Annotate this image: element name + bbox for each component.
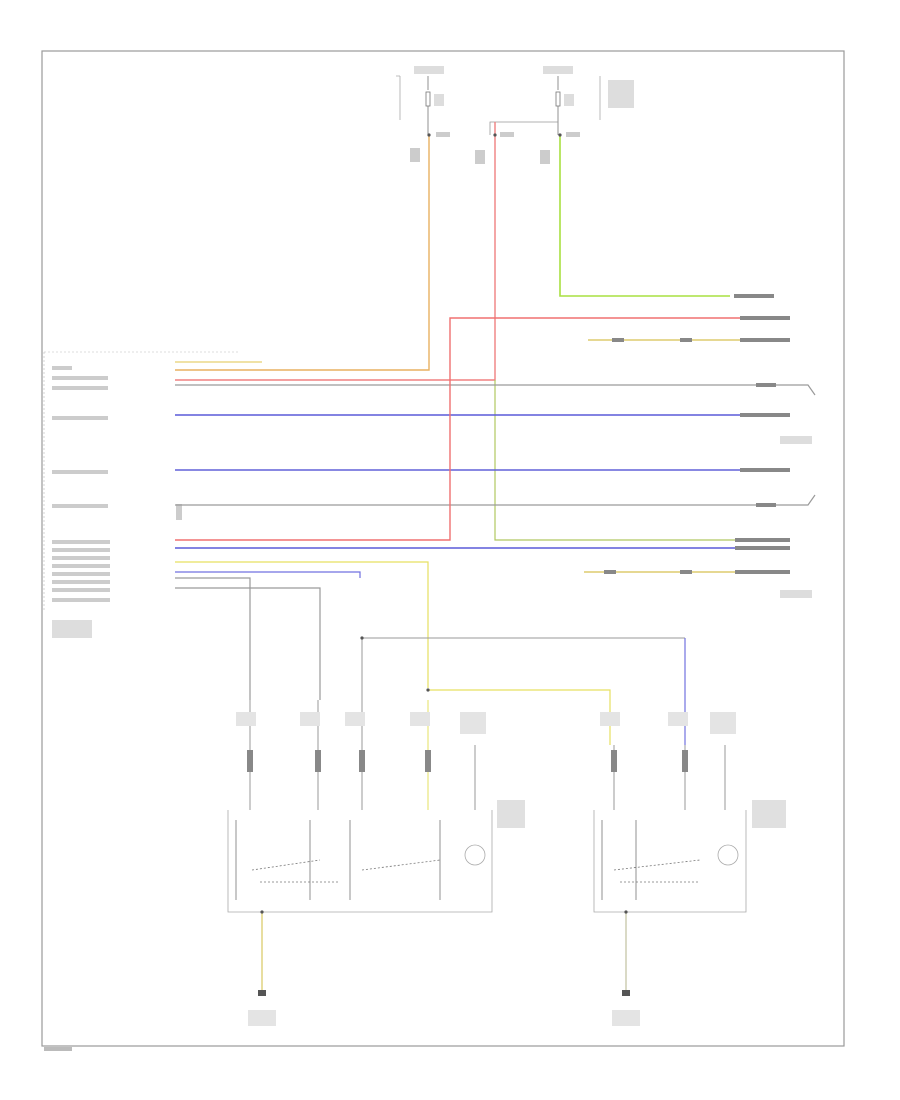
right-switch-assembly bbox=[593, 712, 786, 913]
wire-gray-mid-to-right bbox=[494, 380, 735, 541]
wire-red-2 bbox=[175, 317, 740, 541]
ground-symbol bbox=[248, 990, 640, 1026]
wire-gray-2 bbox=[175, 494, 816, 506]
wire-gray-down bbox=[175, 577, 251, 700]
wire-blue-down bbox=[175, 571, 361, 578]
diagram-frame bbox=[41, 50, 845, 1047]
figure-code-box bbox=[44, 1047, 72, 1051]
wire-yellow-right bbox=[428, 689, 611, 745]
bulb-symbol bbox=[717, 844, 739, 866]
power-distribution-box bbox=[396, 66, 634, 164]
wire-gray-1 bbox=[175, 384, 816, 396]
right-connector-terminals bbox=[584, 294, 812, 598]
switch-contact bbox=[247, 750, 431, 772]
bulb-symbol bbox=[464, 844, 486, 866]
fuse-1-symbol bbox=[425, 76, 444, 135]
wire-yellow-down bbox=[175, 561, 429, 688]
wire-orange-feed bbox=[175, 135, 430, 371]
wire-gray-rail bbox=[361, 637, 685, 700]
wire-green-feed bbox=[559, 135, 730, 297]
control-module-connector bbox=[43, 351, 240, 638]
fuse-2-symbol bbox=[555, 76, 574, 135]
connector-pin bbox=[260, 133, 628, 914]
left-switch-assembly bbox=[227, 700, 525, 913]
switch-contact bbox=[611, 750, 688, 772]
wire-gray-down-2 bbox=[175, 587, 321, 700]
wire-red-feed bbox=[175, 122, 496, 381]
